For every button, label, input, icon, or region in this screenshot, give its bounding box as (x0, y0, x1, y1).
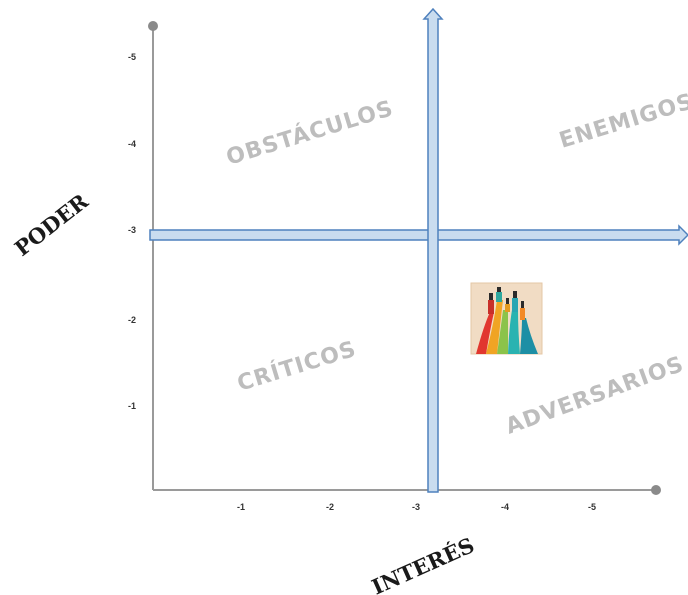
horizontal-divider-arrow (149, 224, 688, 246)
y-axis-end-dot (148, 21, 158, 31)
y-tick-2: -2 (128, 315, 136, 325)
y-tick-4: -4 (128, 139, 136, 149)
x-tick-5: -5 (588, 502, 596, 512)
x-axis-title: INTERÉS (368, 532, 478, 595)
y-tick-1: -1 (128, 401, 136, 411)
x-tick-1: -1 (237, 502, 245, 512)
x-tick-3: -3 (412, 502, 420, 512)
quadrant-label-adversarios: ADVERSARIOS (503, 352, 688, 440)
y-tick-3: -3 (128, 225, 136, 235)
paint-tubes-icon (470, 282, 543, 355)
quadrant-label-obstaculos: OBSTÁCULOS (223, 95, 396, 171)
y-tick-5: -5 (128, 52, 136, 62)
x-tick-4: -4 (501, 502, 509, 512)
quadrant-label-enemigos: ENEMIGOS (556, 89, 688, 154)
quadrant-label-criticos: CRÍTICOS (234, 336, 359, 397)
vertical-divider-arrow (422, 7, 444, 493)
y-axis-title: PODER (10, 188, 93, 261)
x-tick-2: -2 (326, 502, 334, 512)
x-axis-end-dot (651, 485, 661, 495)
